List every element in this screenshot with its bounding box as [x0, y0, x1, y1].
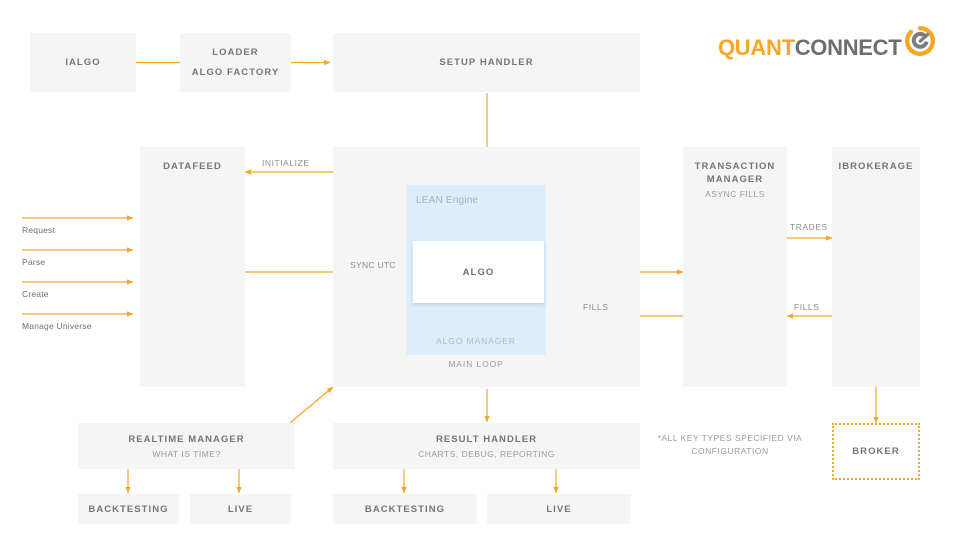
- node-algo-manager-label: ALGO MANAGER: [436, 336, 516, 346]
- side-input-request: Request: [22, 225, 56, 235]
- node-ibrokerage-title: IBROKERAGE: [838, 161, 914, 172]
- node-broker[interactable]: BROKER: [832, 423, 920, 480]
- node-result-handler-sub: CHARTS, DEBUG, REPORTING: [418, 448, 555, 459]
- node-loader-algofactory[interactable]: LOADER ALGO FACTORY: [180, 33, 291, 92]
- node-datafeed[interactable]: DATAFEED: [140, 147, 245, 387]
- node-result-handler-title: RESULT HANDLER: [435, 433, 538, 445]
- edge-label-fills-mid: FILLS: [583, 302, 609, 312]
- node-realtime-backtesting-title: BACKTESTING: [88, 503, 169, 515]
- edge-label-trades: TRADES: [790, 222, 828, 232]
- node-realtime-live-title: LIVE: [227, 503, 254, 515]
- node-ialgo[interactable]: IALGO: [30, 33, 136, 92]
- node-algo-factory-title: ALGO FACTORY: [191, 67, 280, 78]
- node-transaction-manager-title: TRANSACTION MANAGER: [694, 161, 776, 185]
- node-loader-title: LOADER: [212, 47, 259, 58]
- logo-word-quant: QUANT: [718, 35, 795, 60]
- node-result-backtesting[interactable]: BACKTESTING: [333, 494, 477, 524]
- side-input-parse: Parse: [22, 257, 46, 267]
- node-setup-handler-title: SETUP HANDLER: [439, 57, 534, 68]
- arrow-realtime-to-mainloop: [289, 386, 334, 424]
- quantconnect-logo-icon: [905, 26, 936, 61]
- node-algo-title: ALGO: [462, 266, 495, 278]
- node-realtime-manager-title: REALTIME MANAGER: [128, 433, 245, 445]
- node-realtime-backtesting[interactable]: BACKTESTING: [78, 494, 179, 524]
- side-input-create: Create: [22, 289, 49, 299]
- node-broker-title: BROKER: [852, 446, 900, 457]
- edge-label-fills-right: FILLS: [794, 302, 820, 312]
- side-input-manage-universe: Manage Universe: [22, 321, 92, 331]
- node-realtime-manager[interactable]: REALTIME MANAGER WHAT IS TIME?: [78, 423, 295, 469]
- node-ibrokerage[interactable]: IBROKERAGE: [832, 147, 920, 387]
- node-realtime-manager-sub: WHAT IS TIME?: [152, 448, 221, 459]
- logo-word-connect: CONNECT: [794, 35, 902, 60]
- node-result-handler[interactable]: RESULT HANDLER CHARTS, DEBUG, REPORTING: [333, 423, 640, 469]
- node-transaction-manager[interactable]: TRANSACTION MANAGER ASYNC FILLS: [683, 147, 787, 387]
- node-lean-engine-label: LEAN Engine: [416, 195, 479, 206]
- node-result-backtesting-title: BACKTESTING: [364, 503, 446, 515]
- node-datafeed-title: DATAFEED: [163, 161, 222, 172]
- edge-label-initialize: INITIALIZE: [262, 158, 310, 168]
- node-setup-handler[interactable]: SETUP HANDLER: [333, 33, 640, 92]
- node-ialgo-title: IALGO: [65, 57, 101, 68]
- node-algo[interactable]: ALGO: [413, 241, 544, 303]
- node-result-live[interactable]: LIVE: [487, 494, 631, 524]
- node-result-live-title: LIVE: [546, 503, 572, 515]
- footnote-key-types: *ALL KEY TYPES SPECIFIED VIA CONFIGURATI…: [657, 433, 803, 456]
- edge-label-sync-utc: SYNC UTC: [350, 260, 396, 270]
- node-main-loop-label: MAIN LOOP: [448, 359, 504, 369]
- node-transaction-manager-sub: ASYNC FILLS: [705, 189, 765, 199]
- node-realtime-live[interactable]: LIVE: [190, 494, 291, 524]
